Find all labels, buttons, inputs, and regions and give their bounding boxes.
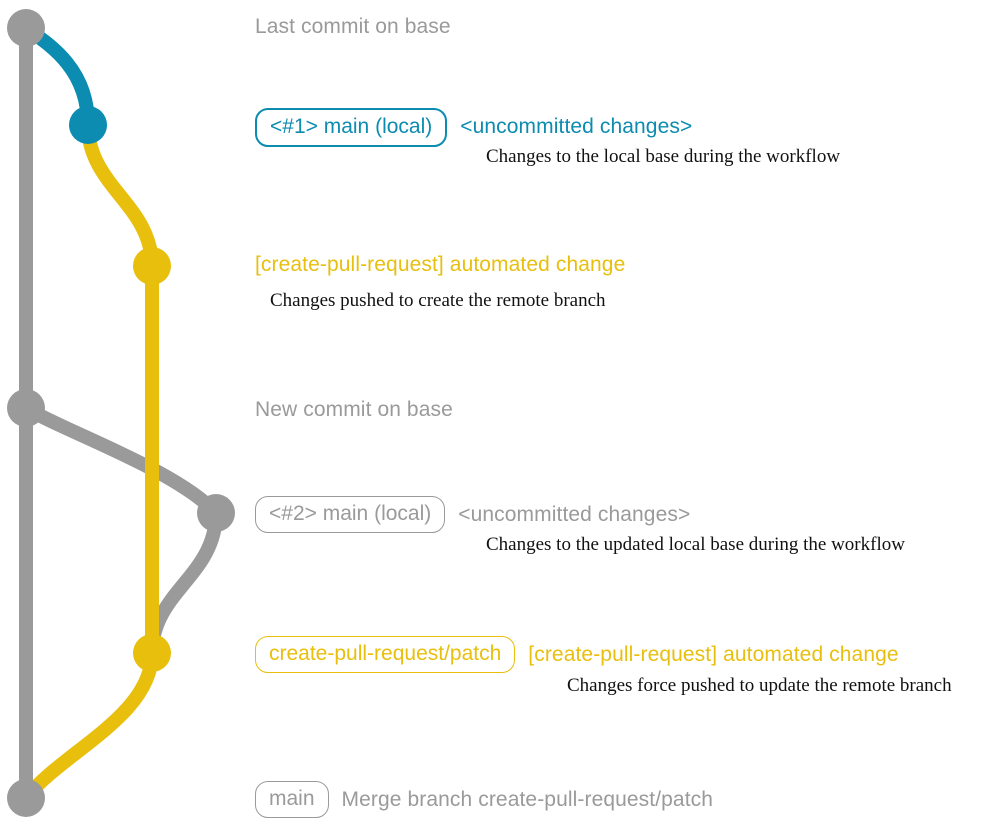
commit-subject-uncommitted-changes-1: <uncommitted changes>: [460, 115, 693, 138]
commit-row-automated-change-2: create-pull-request/patch [create-pull-r…: [255, 636, 899, 673]
branch-badge-create-pull-request-patch[interactable]: create-pull-request/patch: [255, 636, 516, 673]
commit-subject-last-commit-on-base: Last commit on base: [255, 15, 451, 38]
commit-subject-uncommitted-changes-2: <uncommitted changes>: [458, 503, 691, 526]
commit-row-merge-branch: main Merge branch create-pull-request/pa…: [255, 781, 713, 818]
commit-subject-new-commit-on-base: New commit on base: [255, 398, 453, 421]
commit-subject-automated-change-2: [create-pull-request] automated change: [528, 643, 899, 666]
commit-note-uncommitted-changes-2: Changes to the updated local base during…: [486, 534, 905, 555]
commit-subject-merge-branch: Merge branch create-pull-request/patch: [341, 788, 714, 811]
commit-note-automated-change-2: Changes force pushed to update the remot…: [567, 675, 952, 696]
commit-row-uncommitted-changes-1: <#1> main (local) <uncommitted changes>: [255, 108, 692, 147]
commit-row-uncommitted-changes-2: <#2> main (local) <uncommitted changes>: [255, 496, 690, 533]
commit-note-automated-change-1: Changes pushed to create the remote bran…: [270, 290, 606, 311]
commit-note-uncommitted-changes-1: Changes to the local base during the wor…: [486, 146, 841, 167]
commit-subject-automated-change-1: [create-pull-request] automated change: [255, 253, 626, 276]
branch-badge-main-local-1[interactable]: <#1> main (local): [255, 108, 448, 147]
branch-badge-main-local-2[interactable]: <#2> main (local): [255, 496, 446, 533]
branch-badge-main[interactable]: main: [255, 781, 329, 818]
